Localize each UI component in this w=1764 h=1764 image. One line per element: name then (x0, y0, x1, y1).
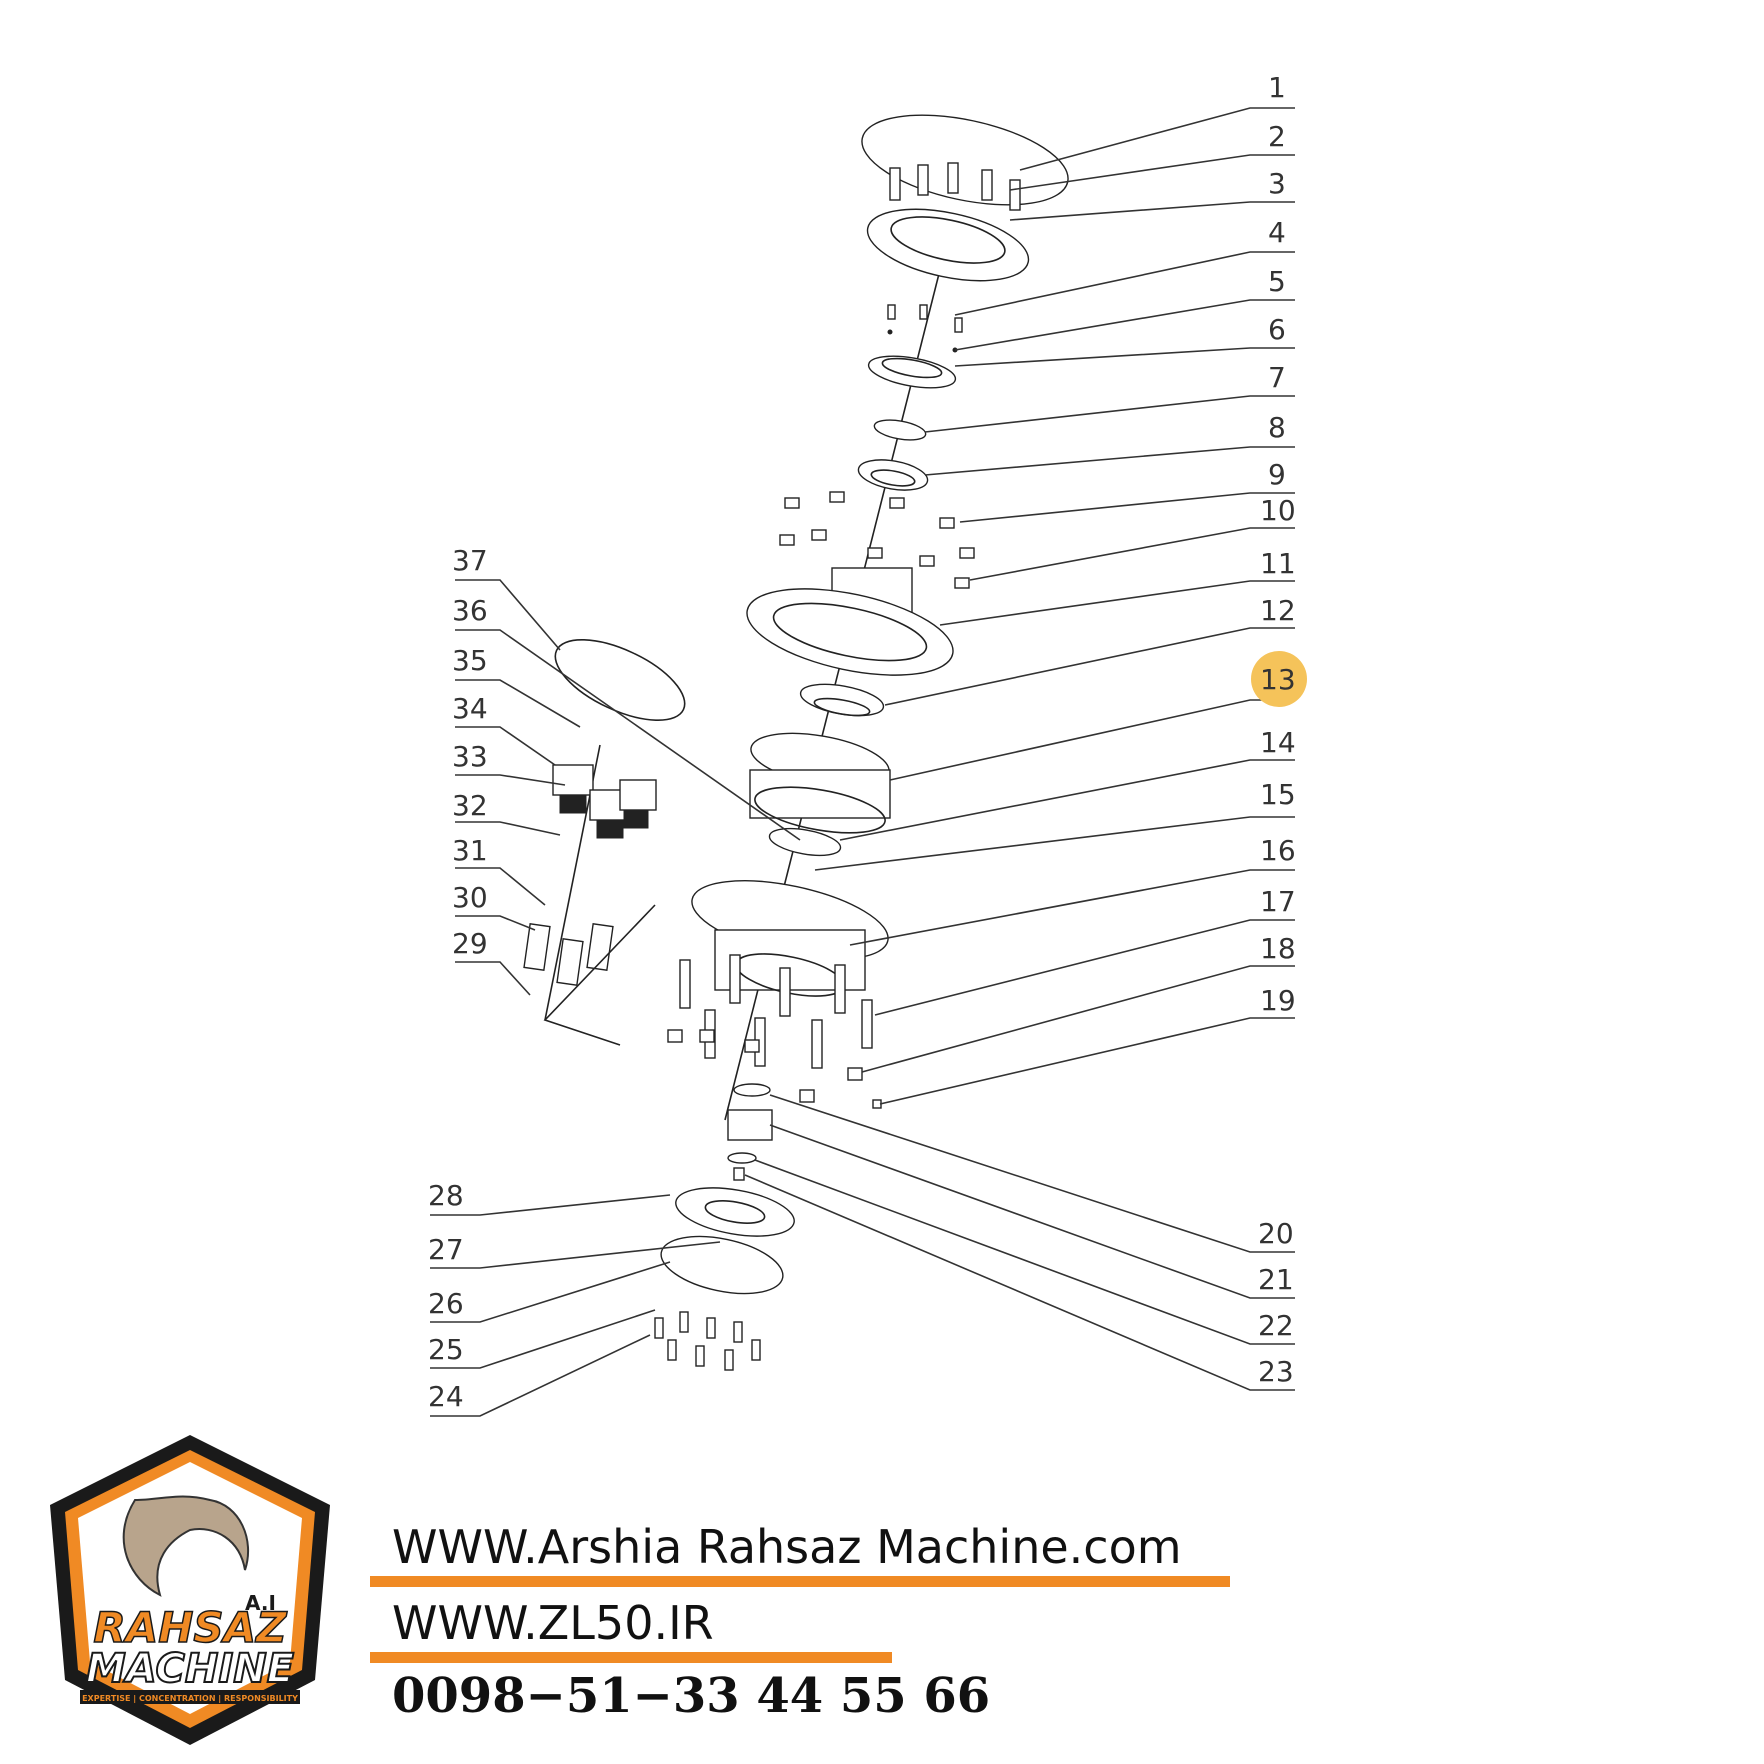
leader-lines-left (430, 579, 801, 1417)
part-bracket-line (543, 904, 656, 1046)
label-1: 1 (1268, 71, 1286, 104)
label-31: 31 (452, 834, 488, 867)
part-end-plate (660, 1235, 784, 1295)
labels-right: 1 2 3 4 5 6 7 8 9 10 11 12 13 14 15 16 1… (1258, 71, 1296, 1388)
label-9: 9 (1268, 458, 1286, 491)
label-8: 8 (1268, 411, 1286, 444)
part-ring-sleeve (799, 683, 885, 717)
part-ring-gear (749, 732, 891, 834)
part-planet-gears (552, 764, 657, 839)
part-flange (866, 208, 1030, 282)
label-2: 2 (1268, 120, 1286, 153)
label-29: 29 (452, 927, 488, 960)
labels-left: 24 25 26 27 28 29 30 31 32 33 34 35 36 3… (428, 544, 488, 1413)
label-14: 14 (1260, 726, 1296, 759)
label-26: 26 (428, 1287, 464, 1320)
website-url-2[interactable]: WWW.ZL50.IR (392, 1596, 714, 1650)
rahsaz-machine-logo: A.I RAHSAZ MACHINE EXPERTISE | CONCENTRA… (50, 1435, 330, 1745)
part-planet-pins (523, 923, 614, 986)
label-28: 28 (428, 1179, 464, 1212)
label-25: 25 (428, 1333, 464, 1366)
label-10: 10 (1260, 494, 1296, 527)
label-32: 32 (452, 789, 488, 822)
part-planet-cover (554, 639, 686, 721)
logo-tagline-band (80, 1690, 300, 1704)
logo-initials: A.I (245, 1591, 276, 1615)
part-seal-ring (867, 355, 957, 389)
part-bolts-bottom (654, 1311, 761, 1371)
part-oring (873, 419, 927, 441)
accent-bar-1 (370, 1576, 1230, 1587)
part-cover-plate (861, 114, 1069, 206)
label-18: 18 (1260, 932, 1296, 965)
part-sun-gear-stack (727, 1083, 773, 1181)
label-27: 27 (428, 1233, 464, 1266)
label-15: 15 (1260, 778, 1296, 811)
label-13: 13 (1260, 663, 1296, 696)
accent-bar-2 (370, 1652, 892, 1663)
label-5: 5 (1268, 265, 1286, 298)
logo-brand-top: RAHSAZ (93, 1603, 288, 1652)
label-35: 35 (452, 644, 488, 677)
label-7: 7 (1268, 361, 1286, 394)
label-30: 30 (452, 881, 488, 914)
label-23: 23 (1258, 1355, 1294, 1388)
label-3: 3 (1268, 167, 1286, 200)
phone-number: 0098−51−33 44 55 66 (392, 1668, 991, 1724)
part-bearing (857, 459, 929, 491)
label-16: 16 (1260, 834, 1296, 867)
label-37: 37 (452, 544, 488, 577)
part-gasket (675, 1187, 795, 1237)
part-nuts (779, 491, 975, 589)
part-carrier-hub (746, 567, 954, 676)
label-33: 33 (452, 740, 488, 773)
logo-tagline: EXPERTISE | CONCENTRATION | RESPONSIBILI… (82, 1694, 298, 1703)
label-6: 6 (1268, 313, 1286, 346)
rhino-head-icon (122, 1495, 250, 1597)
leader-lines-right (744, 107, 1295, 1391)
highlight-circle (1251, 651, 1307, 707)
website-url[interactable]: WWW.Arshia Rahsaz Machine.com (392, 1520, 1182, 1574)
label-21: 21 (1258, 1263, 1294, 1296)
label-17: 17 (1260, 885, 1296, 918)
label-22: 22 (1258, 1309, 1294, 1342)
label-11: 11 (1260, 547, 1296, 580)
label-36: 36 (452, 594, 488, 627)
part-bolts-top (889, 162, 1021, 211)
label-4: 4 (1268, 216, 1286, 249)
logo-brand-bottom: MACHINE (86, 1646, 294, 1692)
label-20: 20 (1258, 1217, 1294, 1250)
label-19: 19 (1260, 984, 1296, 1017)
part-thrust-washer (768, 827, 842, 857)
label-34: 34 (452, 692, 488, 725)
label-24: 24 (428, 1380, 464, 1413)
label-12: 12 (1260, 594, 1296, 627)
